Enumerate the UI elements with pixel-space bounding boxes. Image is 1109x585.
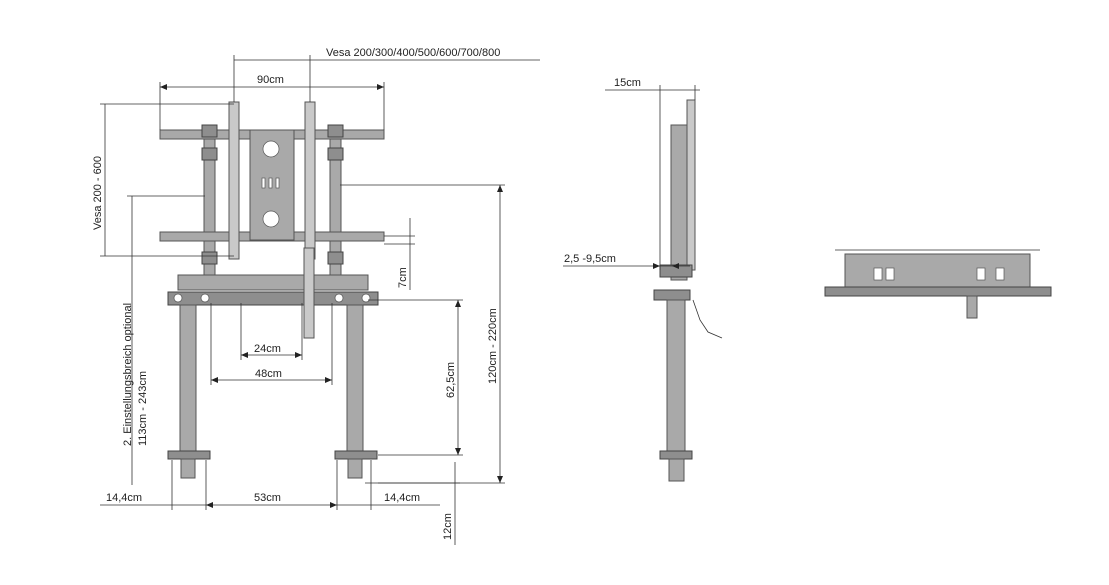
arrow [325,377,332,383]
label-ground-12: 12cm [442,513,454,540]
left-foot [180,458,196,479]
left-leg [179,304,197,456]
label-width-24: 24cm [254,343,281,355]
label-foot-span: 53cm [254,492,281,504]
top-slot [885,267,895,281]
right-foot [347,458,363,479]
label-width-90: 90cm [257,74,284,86]
rail-bolt [200,293,210,303]
label-foot-right: 14,4cm [384,492,420,504]
top-rail [824,286,1052,297]
crossbeam [177,274,369,291]
side-leg [666,299,686,456]
label-vesa-range: Vesa 200/300/400/500/600/700/800 [326,47,500,59]
vesa-arm-left [228,101,240,260]
rail-bolt [334,293,344,303]
arrow [211,377,218,383]
side-rail [653,289,691,301]
top-post [966,295,978,319]
side-cable [692,299,723,339]
plate-hole-bottom [262,210,280,228]
plate-slot [268,177,273,189]
front-view: Vesa 200/300/400/500/600/700/800 90cm Ve… [92,47,540,545]
arrow [295,352,302,358]
arrow [653,263,660,269]
left-foot-plate [167,450,211,460]
arrow [330,502,337,508]
upright-bracket [327,251,344,265]
arrow [160,84,167,90]
base-rail [167,291,379,306]
top-slot [976,267,986,281]
label-height-range: 120cm - 220cm [487,308,499,384]
upright-bracket [201,251,218,265]
arrow [206,502,213,508]
vesa-arm-right [304,101,316,260]
upright-bracket [327,147,344,161]
arrow [672,263,679,269]
arrow [241,352,248,358]
arrow [497,185,503,192]
upright-bracket [201,147,218,161]
label-width-48: 48cm [255,368,282,380]
top-slot [873,267,883,281]
upright-bracket [327,124,344,138]
top-slot [995,267,1005,281]
label-offset-7: 7cm [397,267,409,288]
arrow [455,448,461,455]
side-foot-plate [659,450,693,460]
label-tilt-range: 2,5 -9,5cm [564,253,616,265]
label-vesa-vertical: Vesa 200 - 600 [92,156,104,230]
rail-bolt [361,293,371,303]
side-view: 15cm 2,5 -9,5cm [563,77,723,482]
plate-slot [275,177,280,189]
arrow [497,476,503,483]
label-adjust-line1: 2. Einstellungsbreich optional [122,303,134,446]
right-leg [346,304,364,456]
upright-bracket [201,124,218,138]
arrow [455,300,461,307]
rail-bolt [173,293,183,303]
side-screen-plate [686,99,696,271]
plate-slot [261,177,266,189]
side-upright [670,124,688,281]
center-post [303,247,315,339]
right-foot-plate [334,450,378,460]
plate-hole-top [262,140,280,158]
label-depth-15: 15cm [614,77,641,89]
side-foot [668,458,685,482]
label-adjust-line2: 113cm - 243cm [137,371,149,446]
label-height-62: 62,5cm [445,362,457,398]
arrow [377,84,384,90]
top-view [824,249,1052,319]
label-foot-left: 14,4cm [106,492,142,504]
